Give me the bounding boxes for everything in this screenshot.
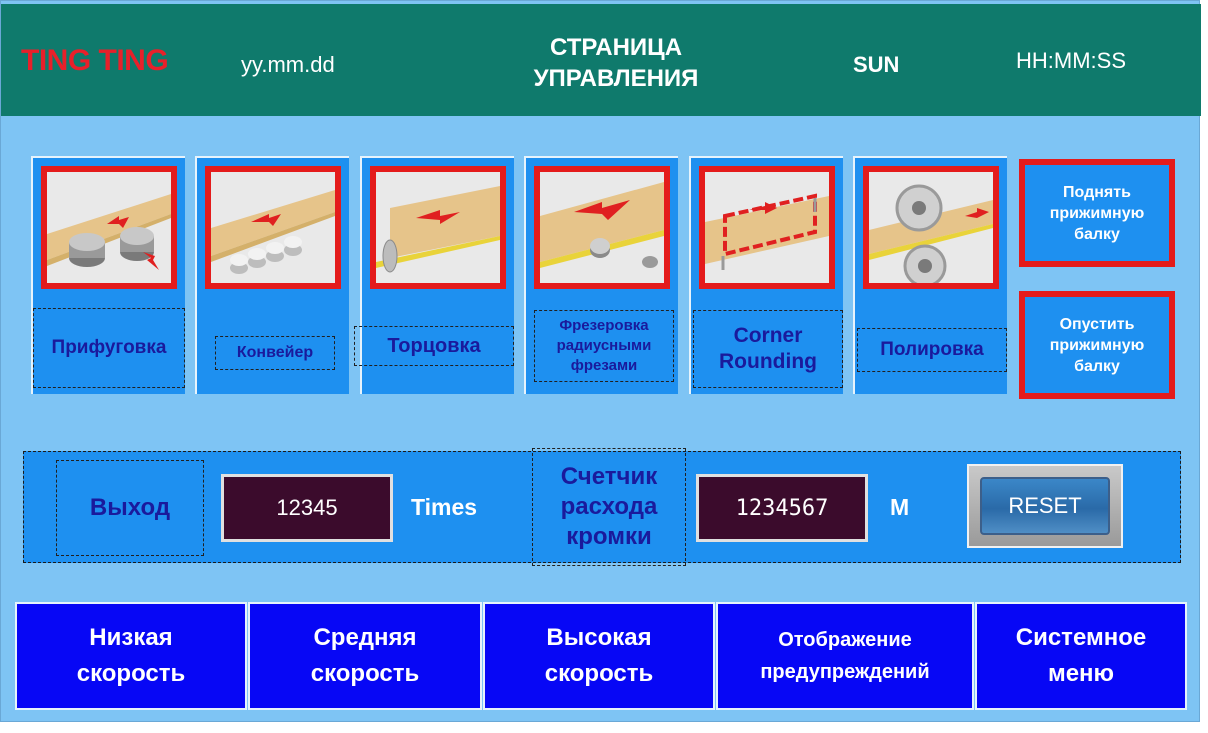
function-label-corner-rounding-line2: Rounding xyxy=(719,350,817,373)
medium-speed-button[interactable]: Средняя скорость xyxy=(248,602,482,710)
reset-button-frame: RESET xyxy=(967,464,1123,548)
medium-speed-line2: скорость xyxy=(310,660,420,687)
function-label-radius-milling-line1: Фрезеровка xyxy=(559,317,649,334)
edge-unit: M xyxy=(890,494,910,520)
medium-speed-line1: Средняя xyxy=(313,624,417,651)
polishing-icon[interactable] xyxy=(863,166,999,289)
weekday-display: SUN xyxy=(853,52,900,77)
lower-beam-button[interactable]: Опустить прижимную балку xyxy=(1019,291,1175,399)
function-label-polishing: Полировка xyxy=(857,328,1007,372)
end-trimming-icon[interactable] xyxy=(370,166,506,289)
raise-beam-line2: прижимную xyxy=(1049,204,1145,222)
function-tile-jointing[interactable]: Прифуговка xyxy=(31,156,185,394)
warnings-display-button[interactable]: Отображение предупреждений xyxy=(716,602,974,710)
function-label-radius-milling-line3: фрезами xyxy=(570,357,638,374)
low-speed-line2: скорость xyxy=(76,660,186,687)
function-label-corner-rounding-line1: Corner xyxy=(733,324,803,347)
page-title-line2: УПРАВЛЕНИЯ xyxy=(533,65,699,92)
edge-counter-value: 1234567 xyxy=(696,474,868,542)
high-speed-button[interactable]: Высокая скорость xyxy=(483,602,715,710)
conveyor-icon[interactable] xyxy=(205,166,341,289)
raise-beam-button[interactable]: Поднять прижимную балку xyxy=(1019,159,1175,267)
function-label-corner-rounding: Corner Rounding xyxy=(693,310,843,388)
function-label-jointing: Прифуговка xyxy=(33,308,185,388)
function-tile-corner-rounding[interactable]: Corner Rounding xyxy=(689,156,843,394)
page-title-line1: СТРАНИЦА xyxy=(549,34,683,61)
hmi-screen: TING TING yy.mm.dd СТРАНИЦА УПРАВЛЕНИЯ S… xyxy=(0,0,1201,722)
edge-consumption-label-line2: расхода xyxy=(560,493,658,520)
edge-consumption-label-line1: Счетчик xyxy=(560,463,658,490)
system-menu-line2: меню xyxy=(1047,660,1115,687)
edge-consumption-label-line3: кромки xyxy=(566,523,652,550)
function-label-end-trimming: Торцовка xyxy=(354,326,514,366)
function-label-radius-milling: Фрезеровка радиусными фрезами xyxy=(534,310,674,382)
function-tile-polishing[interactable]: Полировка xyxy=(853,156,1007,394)
header-bar: TING TING yy.mm.dd СТРАНИЦА УПРАВЛЕНИЯ S… xyxy=(1,4,1201,116)
counter-panel: Выход 12345 Times Счетчик расхода кромки… xyxy=(23,448,1181,566)
function-tile-radius-milling[interactable]: Фрезеровка радиусными фрезами xyxy=(524,156,678,394)
warnings-display-line1: Отображение xyxy=(778,629,912,651)
date-display: yy.mm.dd xyxy=(241,52,335,77)
function-tile-end-trimming[interactable]: Торцовка xyxy=(354,156,514,394)
system-menu-line1: Системное xyxy=(1015,624,1147,651)
reset-button[interactable]: RESET xyxy=(980,477,1110,535)
brand-logo: TING TING xyxy=(21,44,169,77)
jointing-icon[interactable] xyxy=(41,166,177,289)
lower-beam-line3: балку xyxy=(1074,357,1120,375)
low-speed-button[interactable]: Низкая скорость xyxy=(15,602,247,710)
lower-beam-line1: Опустить xyxy=(1059,315,1135,333)
radius-milling-icon[interactable] xyxy=(534,166,670,289)
page-title: СТРАНИЦА УПРАВЛЕНИЯ xyxy=(501,32,731,94)
low-speed-line1: Низкая xyxy=(89,624,173,651)
high-speed-line2: скорость xyxy=(544,660,654,687)
warnings-display-line2: предупреждений xyxy=(760,661,930,683)
edge-consumption-label: Счетчик расхода кромки xyxy=(532,448,686,566)
function-label-conveyor: Конвейер xyxy=(215,336,335,370)
corner-rounding-icon[interactable] xyxy=(699,166,835,289)
output-counter-value: 12345 xyxy=(221,474,393,542)
high-speed-line1: Высокая xyxy=(546,624,652,651)
output-unit: Times xyxy=(411,494,478,520)
system-menu-button[interactable]: Системное меню xyxy=(975,602,1187,710)
time-display: HH:MM:SS xyxy=(1016,48,1126,73)
raise-beam-line1: Поднять xyxy=(1063,183,1131,201)
function-label-radius-milling-line2: радиусными xyxy=(556,337,652,354)
lower-beam-line2: прижимную xyxy=(1049,336,1145,354)
output-label: Выход xyxy=(56,460,204,556)
function-tile-conveyor[interactable]: Конвейер xyxy=(195,156,349,394)
raise-beam-line3: балку xyxy=(1074,225,1120,243)
